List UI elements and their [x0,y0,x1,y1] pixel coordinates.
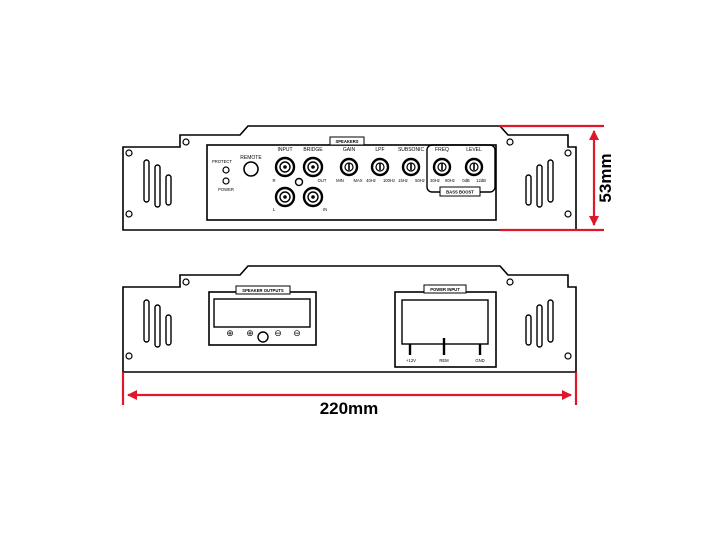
power-label: POWER [218,187,234,192]
gain-label: GAIN [343,147,356,153]
power-input-label-box [423,284,467,294]
subsonic-min: 15Hz [398,178,408,183]
lpf-label: LPF [375,147,384,153]
level-label: LEVEL [466,147,482,153]
width-dimension-label: 220mm [320,399,379,418]
protect-label: PROTECT [212,159,232,164]
plus12v-label: +12V [406,358,416,363]
bass-boost-label: BASS BOOST [446,190,474,195]
screw-hole [125,352,133,360]
subsonic-max: 50Hz [415,178,425,183]
terminal-minus-icon: ⊖ [293,328,301,338]
rca-bridge-in[interactable] [302,186,324,208]
power-input-label: POWER INPUT [430,287,460,292]
width-dimension [121,372,578,405]
rear-panel [122,265,577,373]
gain-min: MIN [336,178,344,183]
gain-max: MAX [353,178,362,183]
r-label: R [272,178,275,183]
right-vents [525,159,554,208]
screw-hole [182,138,190,146]
rca-input-left[interactable] [274,186,296,208]
terminal-minus-icon: ⊖ [274,328,282,338]
screw-hole [564,149,572,157]
gain-control: GAIN MIN MAX [336,147,363,183]
right-vents [525,299,554,348]
screw-hole [125,210,133,218]
level-max: 12dB [476,178,486,183]
freq-label: FREQ [435,147,449,153]
freq-max: 80Hz [445,178,455,183]
screw-hole [564,352,572,360]
terminal-plus-icon: ⊕ [226,328,234,338]
bridge-label: BRIDGE [303,147,323,153]
subsonic-control: SUBSONIC 15Hz 50Hz [398,147,425,183]
left-vents [143,159,172,208]
bass-boost-label-box [439,186,481,197]
height-dimension [500,124,604,232]
power-input-terminal-bar [401,299,489,345]
speaker-outputs-label: SPEAKER OUTPUTS [242,288,284,293]
rca-bridge-out[interactable] [302,156,324,178]
rear-panel-outline [122,265,577,373]
power-input-block [394,291,497,368]
screw-hole [506,278,514,286]
power-led-icon [222,177,230,185]
remote-label: REMOTE [240,155,262,161]
terminal-screw-icon [257,331,269,343]
protect-led-icon [222,166,230,174]
speakers-label: SPEAKERS [335,139,358,144]
lpf-control: LPF 40Hz 100Hz [366,147,395,183]
speaker-outputs-label-box [235,285,291,295]
lpf-max: 100Hz [383,178,395,183]
speaker-outputs-terminal-bar [213,298,311,328]
terminal-plus-icon: ⊕ [246,328,254,338]
rem-label: REM [439,358,449,363]
in-label: IN [323,207,327,212]
lpf-min: 40Hz [366,178,376,183]
screw-hole [182,278,190,286]
out-label: OUT [318,178,327,183]
remote-jack[interactable] [243,161,259,177]
screw-hole [564,210,572,218]
subsonic-label: SUBSONIC [398,147,425,153]
freq-control: FREQ 30Hz 80Hz [430,147,455,183]
rca-input-right[interactable] [274,156,296,178]
input-label: INPUT [278,147,293,153]
height-dimension-label: 53mm [596,153,615,202]
level-min: 0dB [462,178,470,183]
speakers-label-box [329,136,365,146]
gnd-label: GND [475,358,484,363]
level-control: LEVEL 0dB 12dB [462,147,486,183]
l-label: L [273,207,276,212]
left-vents [143,299,172,348]
center-mount-icon [294,177,304,187]
freq-min: 30Hz [430,178,440,183]
screw-hole [125,149,133,157]
screw-hole [506,138,514,146]
